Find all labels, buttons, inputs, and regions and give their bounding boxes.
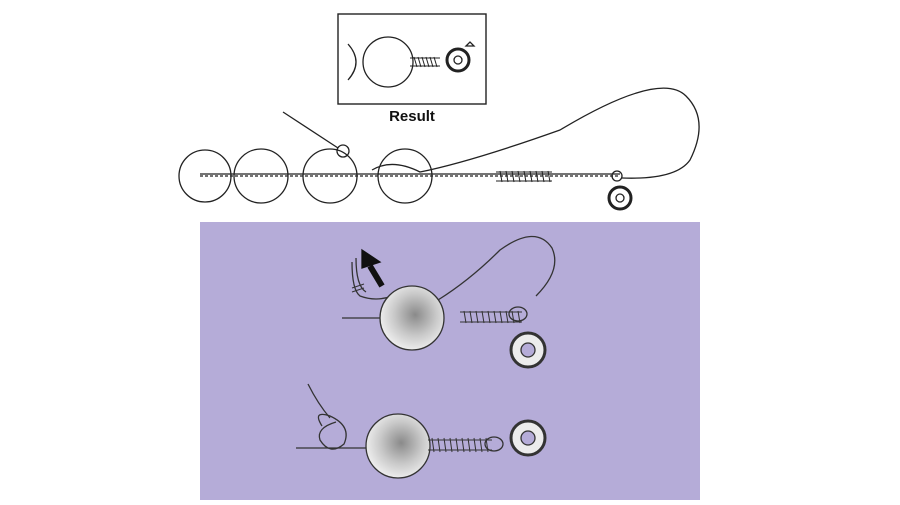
strand-bead-2 [233, 148, 289, 204]
step2-clasp-inner [520, 430, 536, 446]
step1-coil [460, 310, 522, 324]
spring-ring-clasp [607, 185, 633, 211]
direction-arrow-shaft [367, 264, 385, 288]
top-line-drawing [178, 13, 700, 211]
jump-ring [611, 170, 623, 182]
strand-bead-4 [377, 148, 433, 204]
step2-coil [428, 437, 492, 453]
strand-bead-3 [302, 148, 358, 204]
wire-loop [371, 87, 700, 179]
step2-bead [365, 413, 431, 479]
step1-clasp-inner [520, 342, 536, 358]
spring-ring-inner [615, 193, 625, 203]
step1-jump-ring [508, 306, 528, 322]
result-bead [362, 36, 414, 88]
step1-bead [379, 285, 445, 351]
illustration-panel [200, 222, 700, 500]
result-clasp-inner [453, 55, 463, 65]
knot-loop [336, 144, 350, 158]
wire-tail [282, 111, 339, 149]
crimp-coil [496, 170, 552, 183]
result-inset-frame [337, 13, 487, 105]
result-coil [410, 56, 440, 68]
step1-wire-tail-2 [355, 257, 367, 293]
result-clasp-tab [464, 41, 476, 47]
result-bead-partial [347, 43, 357, 81]
step-1-illustration [342, 235, 556, 369]
result-inset-art [347, 36, 476, 88]
direction-arrow-head [361, 248, 382, 269]
step1-wire-tail [351, 261, 393, 300]
step1-wire-loop [437, 235, 556, 301]
strand-bead-1 [178, 149, 232, 203]
step-2-illustration [296, 383, 547, 479]
step1-wrap [351, 283, 365, 293]
result-clasp [445, 47, 471, 73]
step2-knot [317, 413, 347, 450]
result-label: Result [389, 108, 435, 125]
step2-jump-ring [484, 436, 504, 452]
